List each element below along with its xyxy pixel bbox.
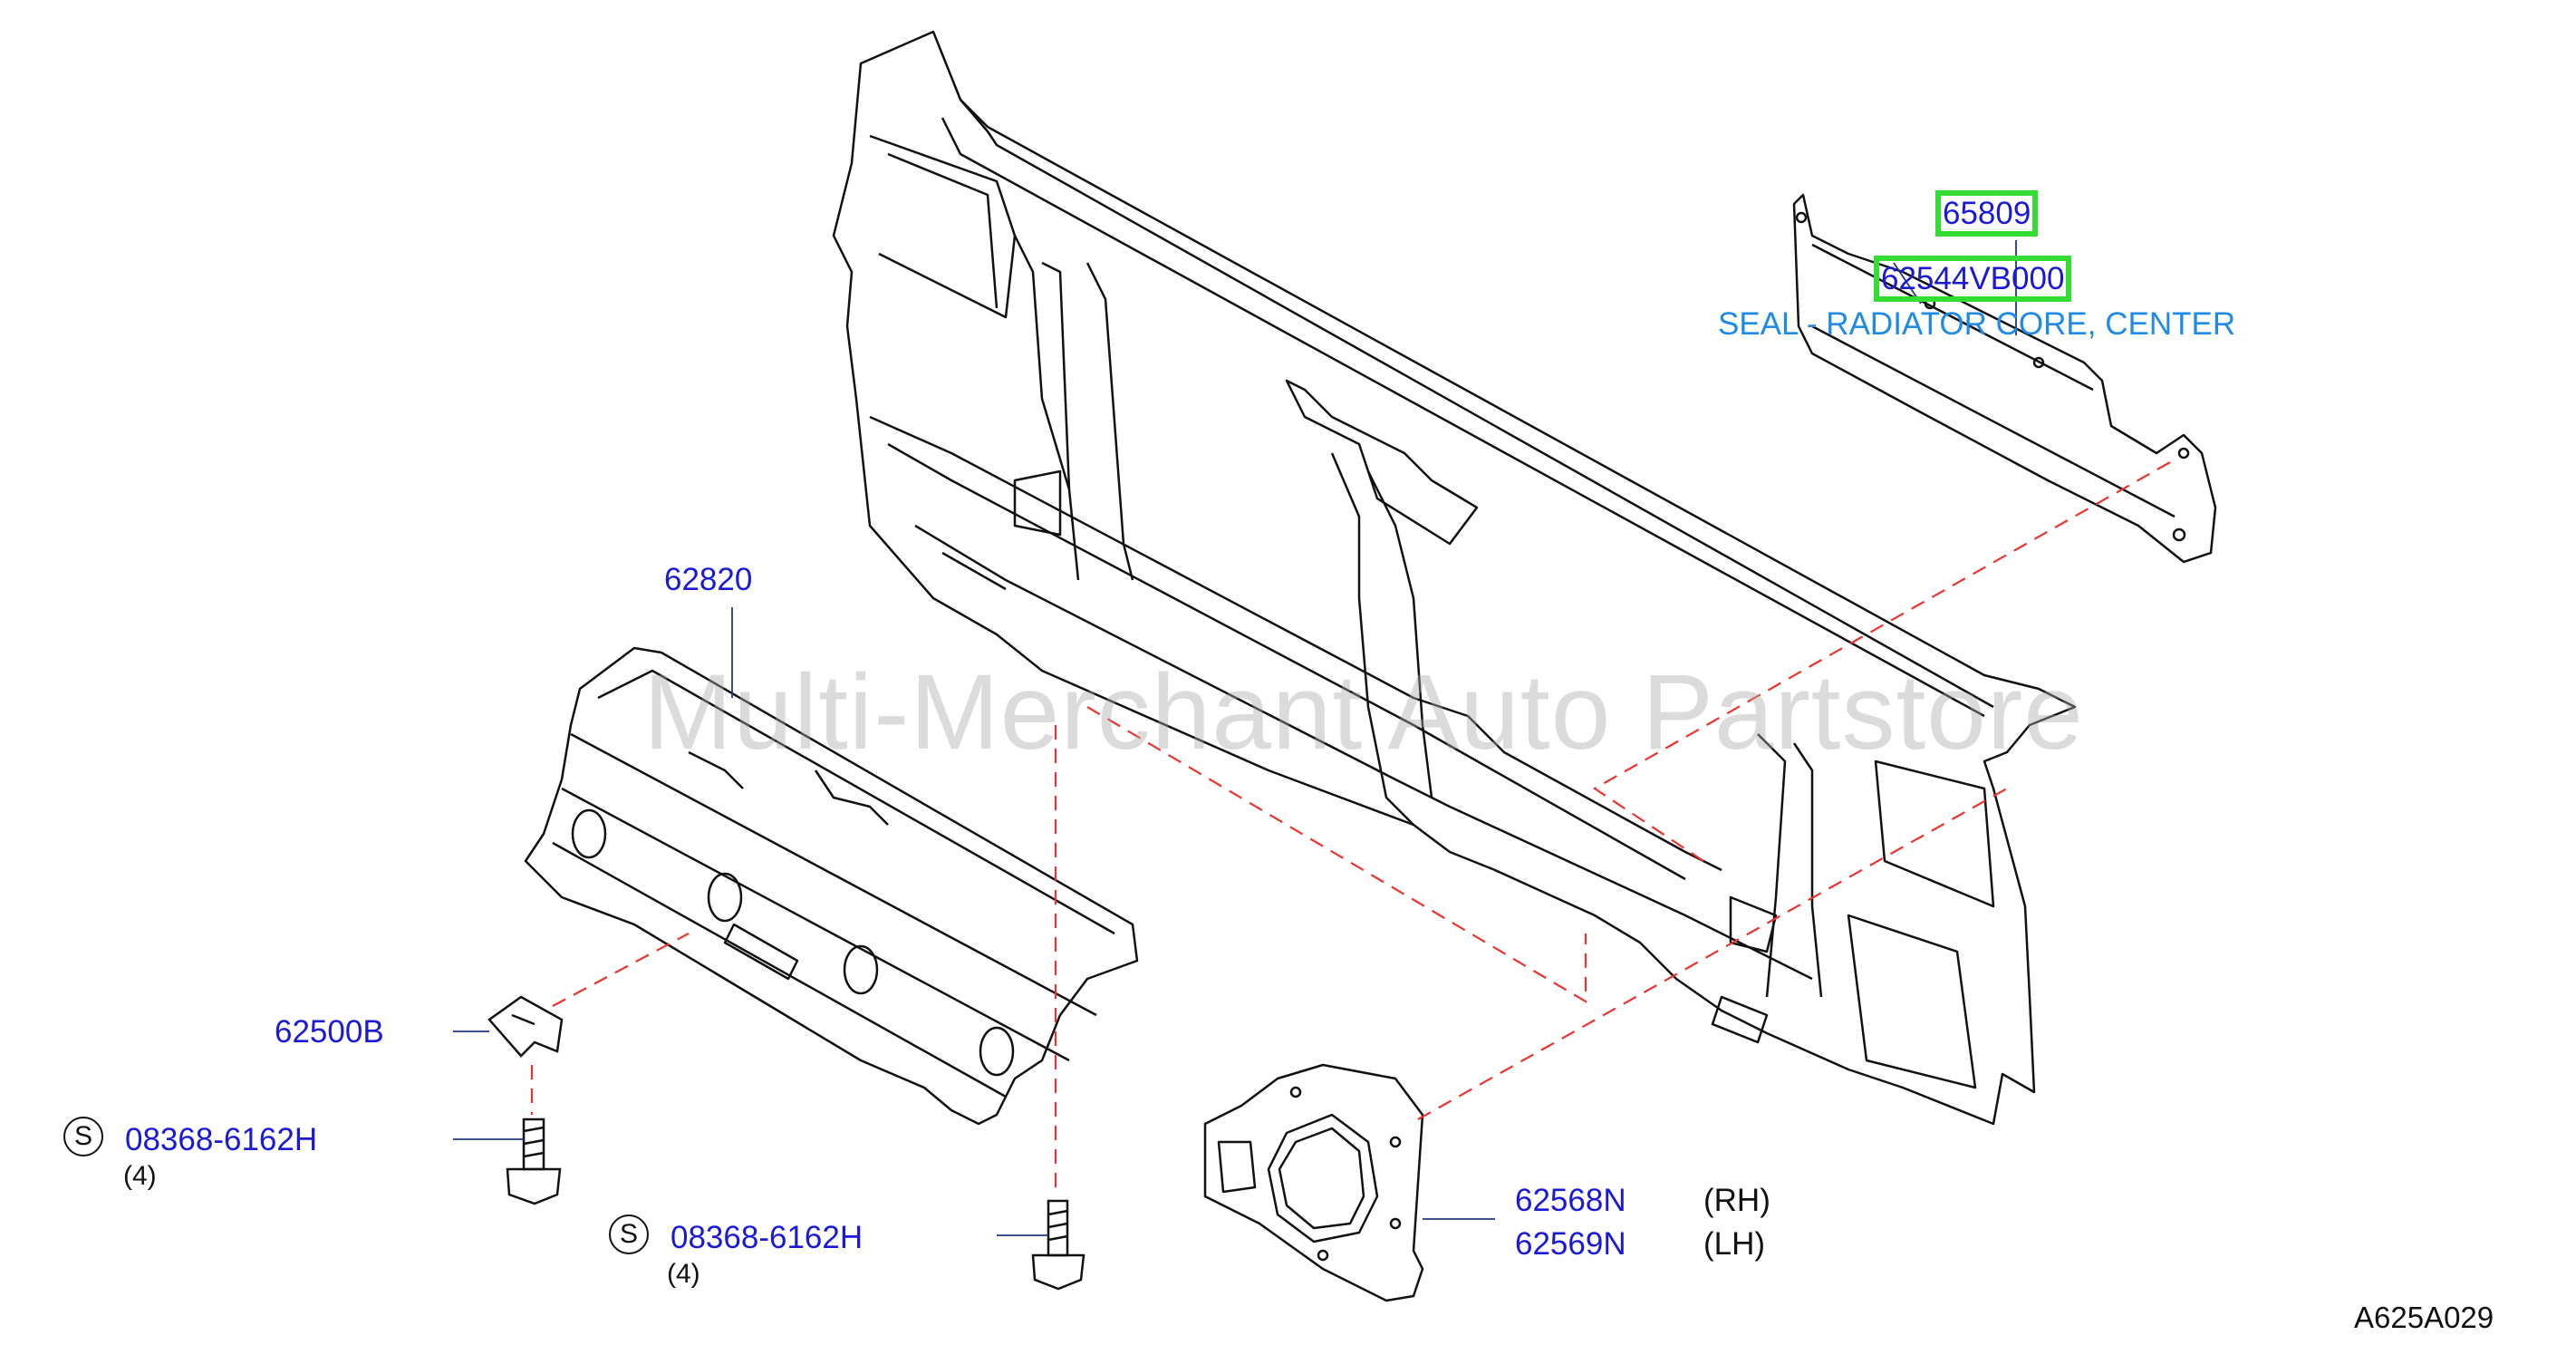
clip-drawing	[487, 995, 564, 1058]
part-label-bolt-left[interactable]: 08368-6162H	[125, 1122, 318, 1157]
part-label-62500b[interactable]: 62500B	[275, 1014, 384, 1050]
relation-lines	[530, 461, 2171, 1196]
bolt-left-drawing	[506, 1118, 562, 1205]
part-label-62568n[interactable]: 62568N	[1515, 1183, 1626, 1218]
leader-lines	[453, 240, 2017, 1236]
bolt-center-drawing	[1031, 1199, 1085, 1291]
radiator-core-support-drawing	[832, 30, 2077, 1126]
bracket-drawing	[1203, 1063, 1424, 1302]
part-label-bolt-center[interactable]: 08368-6162H	[671, 1220, 863, 1255]
standard-part-badge: S	[609, 1214, 649, 1254]
part-label-62820[interactable]: 62820	[664, 562, 753, 597]
center-seal-drawing	[1792, 193, 2217, 564]
bolt-center-quantity: (4)	[667, 1259, 700, 1289]
part-label-62544vb000[interactable]: 62544VB000	[1873, 256, 2072, 302]
part-description-seal: SEAL - RADIATOR CORE, CENTER	[1718, 306, 2236, 342]
part-label-62569n[interactable]: 62569N	[1515, 1226, 1626, 1262]
part-side-rh: (RH)	[1703, 1183, 1770, 1218]
part-side-lh: (LH)	[1703, 1226, 1766, 1262]
diagram-code: A625A029	[2354, 1301, 2494, 1334]
bolt-left-quantity: (4)	[123, 1161, 157, 1191]
air-guide-drawing	[524, 646, 1139, 1126]
part-label-65809[interactable]: 65809	[1934, 190, 2039, 237]
standard-part-badge: S	[63, 1117, 103, 1156]
